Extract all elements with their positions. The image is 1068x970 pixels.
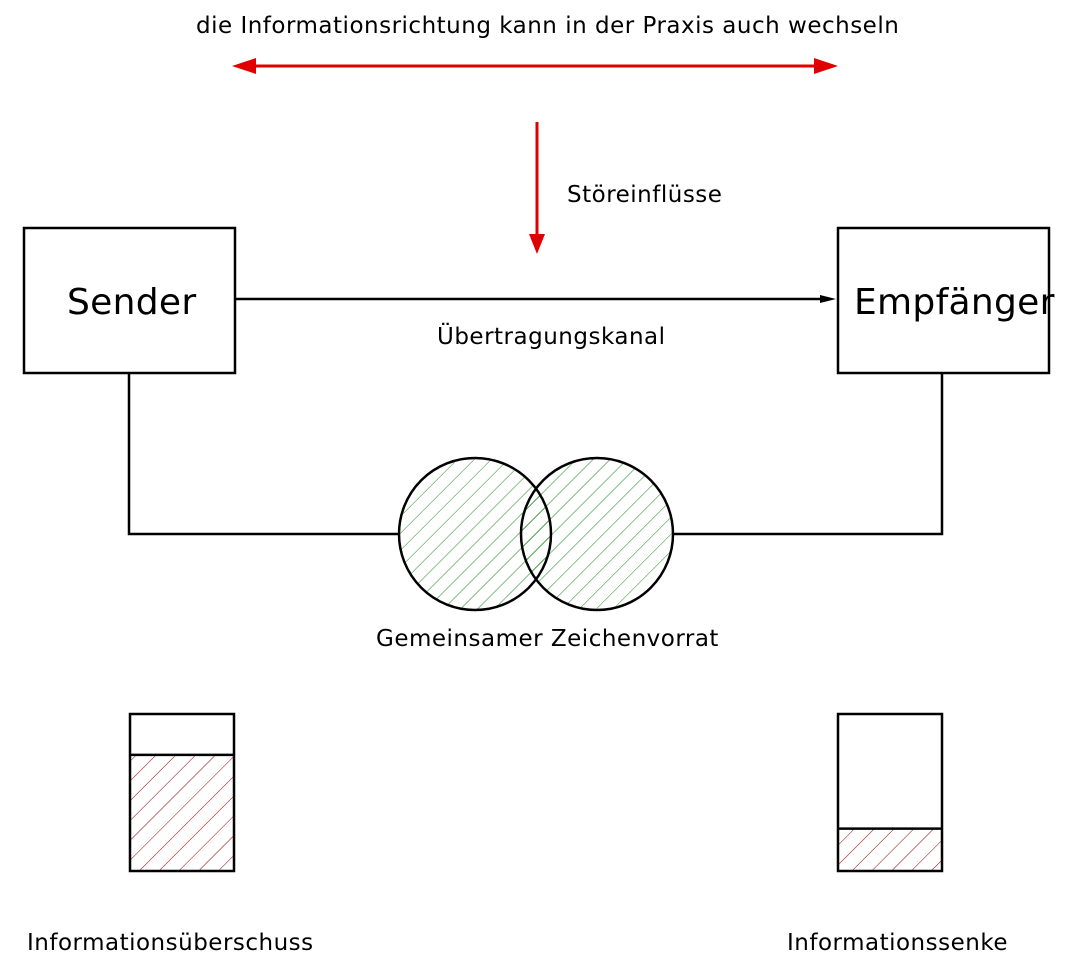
sender-store — [128, 712, 236, 873]
transmission-channel-line — [235, 295, 836, 303]
shared-symbols-circles — [397, 456, 675, 612]
receiver-label: Empfänger — [854, 282, 1055, 323]
receiver-box — [836, 226, 1051, 375]
sender-store-label: Informationsüberschuss — [27, 930, 314, 956]
sender-label: Sender — [67, 282, 197, 323]
direction-double-arrow — [232, 58, 838, 74]
shared-symbols-label: Gemeinsamer Zeichenvorrat — [376, 626, 719, 652]
sender-connector-line — [127, 373, 399, 536]
receiver-store-label: Informationssenke — [787, 930, 1008, 956]
receiver-connector-line — [672, 373, 944, 536]
sender-store-fill — [130, 754, 234, 871]
receiver-store-fill — [838, 828, 942, 871]
interference-arrow — [529, 122, 545, 254]
receiver-store — [836, 712, 944, 873]
top-note-label: die Informationsrichtung kann in der Pra… — [196, 13, 900, 39]
interference-label: Störeinflüsse — [567, 182, 723, 208]
transmission-channel-label: Übertragungskanal — [437, 324, 666, 350]
